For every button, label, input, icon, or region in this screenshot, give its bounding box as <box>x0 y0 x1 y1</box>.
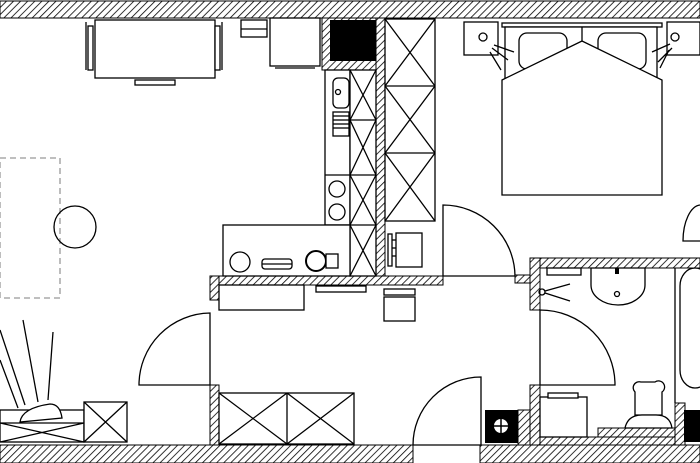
kitchen-counter <box>222 69 377 277</box>
rug <box>0 157 61 299</box>
cabinet <box>269 17 321 67</box>
round-table <box>53 205 97 249</box>
radiator <box>315 285 367 293</box>
heating-unit <box>485 410 518 443</box>
shoe-rack <box>383 288 416 322</box>
doors <box>138 204 700 446</box>
dining-table <box>85 19 223 86</box>
bathroom-fixtures <box>538 267 700 438</box>
washing-machine <box>387 232 423 268</box>
bed <box>463 21 700 196</box>
desk-lamp <box>0 319 128 443</box>
wardrobe <box>384 18 436 222</box>
hall-cabinets <box>218 392 355 445</box>
hall-shelf <box>218 284 305 311</box>
